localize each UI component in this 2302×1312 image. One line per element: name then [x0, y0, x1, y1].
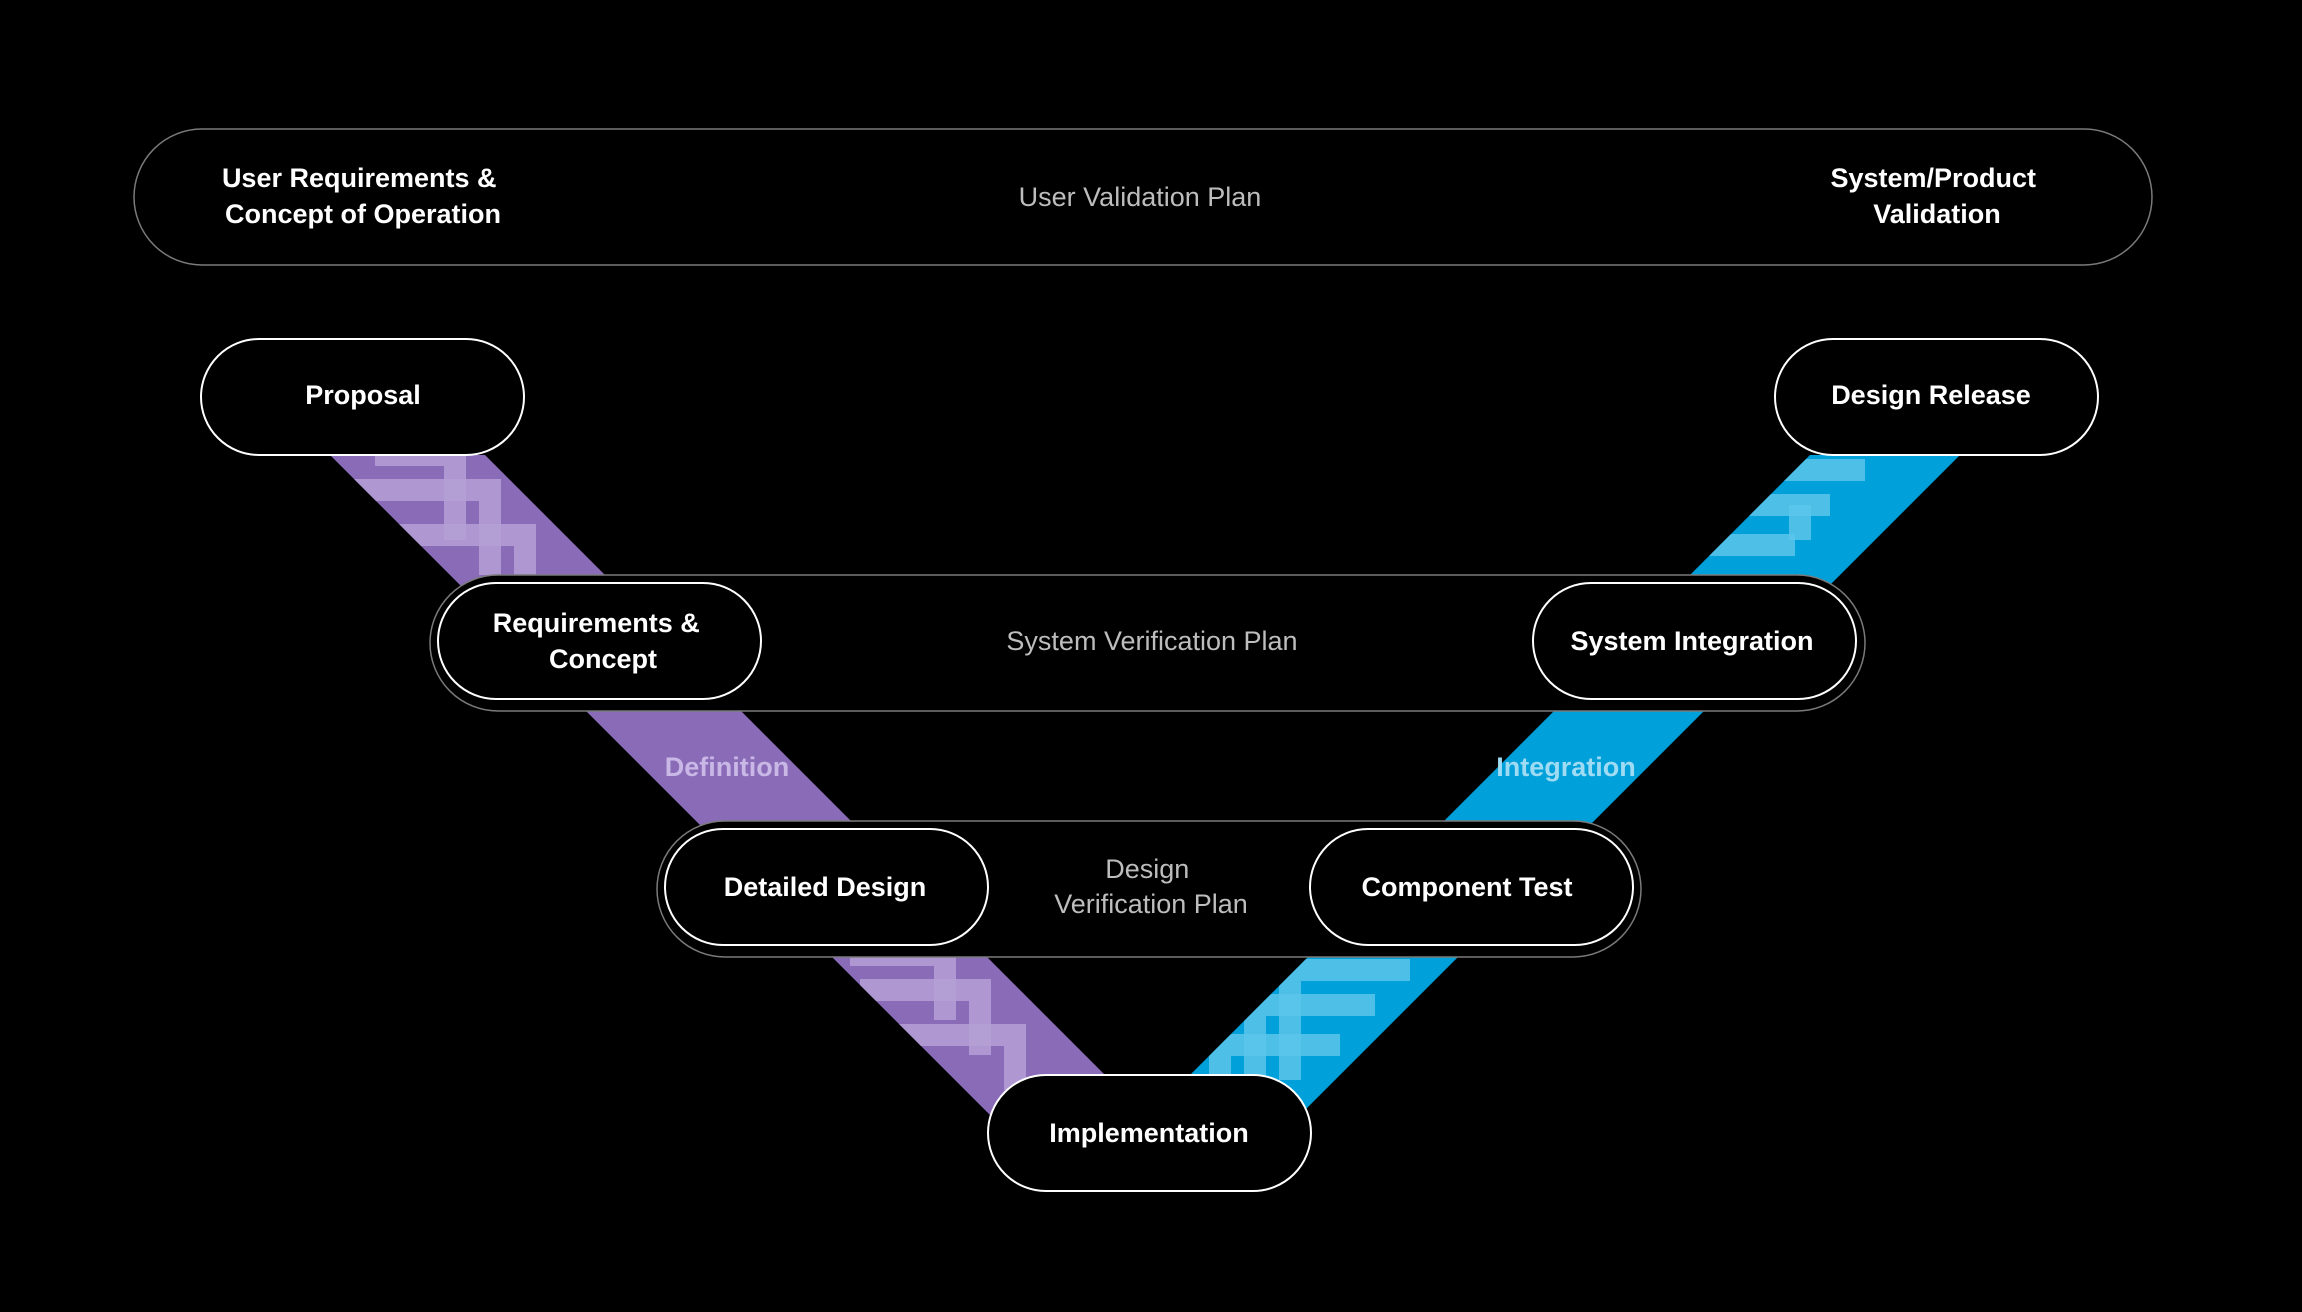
integration-label: Integration: [1496, 752, 1636, 782]
detailed-design-pill: [664, 828, 989, 946]
implementation-label: Implementation: [1049, 1118, 1249, 1148]
requirements-concept-pill: [437, 582, 762, 700]
requirements-concept-label: Requirements & Concept: [493, 608, 708, 674]
proposal-label: Proposal: [305, 380, 421, 410]
system-verification-plan-frame: [429, 574, 1866, 712]
component-test-pill: [1309, 828, 1634, 946]
definition-band-fill: [330, 455, 1160, 1130]
design-verification-plan-label: Design Verification Plan: [1054, 854, 1248, 919]
proposal-pill: [200, 338, 525, 456]
system-product-validation-line-1: System/Product: [1830, 163, 2036, 193]
system-integration-pill: [1532, 582, 1857, 700]
user-requirements-line-1: User Requirements &: [222, 163, 497, 193]
system-verification-plan-label: System Verification Plan: [1006, 626, 1297, 656]
definition-band: [330, 455, 1160, 1130]
user-requirements-label: User Requirements & Concept of Operation: [222, 163, 504, 229]
design-release-label: Design Release: [1831, 380, 2031, 410]
system-product-validation-label: System/Product Validation: [1830, 163, 2043, 229]
design-release-pill: [1774, 338, 2099, 456]
system-product-validation-line-2: Validation: [1873, 199, 2001, 229]
requirements-concept-line-1: Requirements &: [493, 608, 700, 638]
system-integration-label: System Integration: [1570, 626, 1813, 656]
user-requirements-line-2: Concept of Operation: [225, 199, 501, 229]
implementation-pill: [987, 1074, 1312, 1192]
definition-label: Definition: [665, 752, 789, 782]
detailed-design-label: Detailed Design: [724, 872, 927, 902]
requirements-concept-line-2: Concept: [549, 644, 657, 674]
component-test-label: Component Test: [1362, 872, 1573, 902]
design-verification-plan-line-1: Design: [1105, 854, 1189, 884]
design-verification-plan-line-2: Verification Plan: [1054, 889, 1248, 919]
user-validation-plan-frame: [133, 128, 2153, 266]
integration-band: [1135, 455, 1960, 1130]
user-validation-plan-label: User Validation Plan: [1019, 182, 1262, 212]
